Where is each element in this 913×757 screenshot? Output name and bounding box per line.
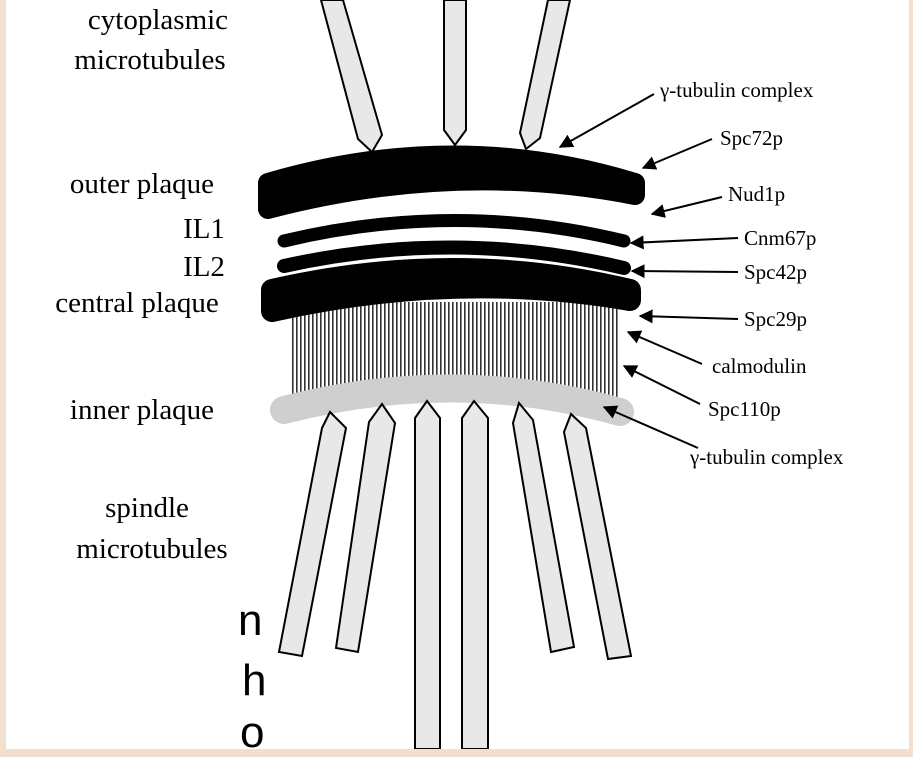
spindle-microtubule-4: [462, 401, 488, 749]
label-nud1p: Nud1p: [728, 182, 785, 206]
label-cytoplasmic-microtubules: microtubules: [74, 44, 225, 76]
label-gamma-tubulin-bottom: γ-tubulin complex: [689, 445, 844, 469]
label-il1: IL1: [183, 213, 225, 245]
label-calmodulin: calmodulin: [712, 354, 807, 378]
background-text-fragment-2: h: [242, 659, 266, 703]
label-spc42p: Spc42p: [744, 260, 807, 284]
label-spc110p: Spc110p: [708, 397, 781, 421]
background-text-fragment-3: o: [240, 711, 264, 755]
label-cnm67p: Cnm67p: [744, 226, 816, 250]
label-spindle-microtubules: microtubules: [76, 533, 227, 565]
label-gamma-tubulin-top: γ-tubulin complex: [659, 78, 814, 102]
background-text-fragment-1: n: [238, 599, 262, 643]
label-spindle: spindle: [105, 492, 189, 524]
arrow-spc42p: [632, 271, 738, 272]
label-central-plaque: central plaque: [55, 287, 218, 319]
label-spc72p: Spc72p: [720, 126, 783, 150]
spindle-microtubule-3: [415, 401, 440, 749]
label-outer-plaque: outer plaque: [70, 168, 214, 200]
label-il2: IL2: [183, 251, 225, 283]
label-spc29p: Spc29p: [744, 307, 807, 331]
cytoplasmic-microtubule-2: [444, 0, 466, 145]
label-cytoplasmic: cytoplasmic: [88, 4, 228, 36]
label-inner-plaque: inner plaque: [70, 394, 214, 426]
